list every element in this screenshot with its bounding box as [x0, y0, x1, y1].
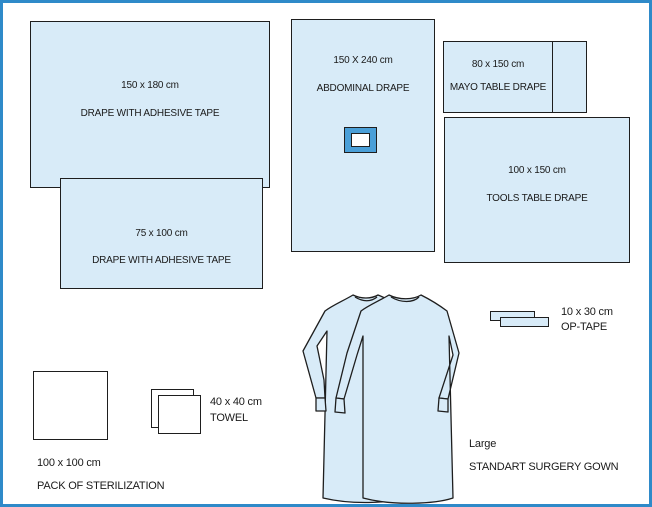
gown-front-cuff-left [335, 398, 345, 413]
surgery-gowns [3, 3, 649, 504]
gown-front-cuff-right [438, 398, 448, 412]
surgery-gown-name: STANDART SURGERY GOWN [469, 461, 618, 473]
gown-back-cuff-left [316, 398, 326, 411]
surgery-gown-size: Large [469, 438, 496, 450]
